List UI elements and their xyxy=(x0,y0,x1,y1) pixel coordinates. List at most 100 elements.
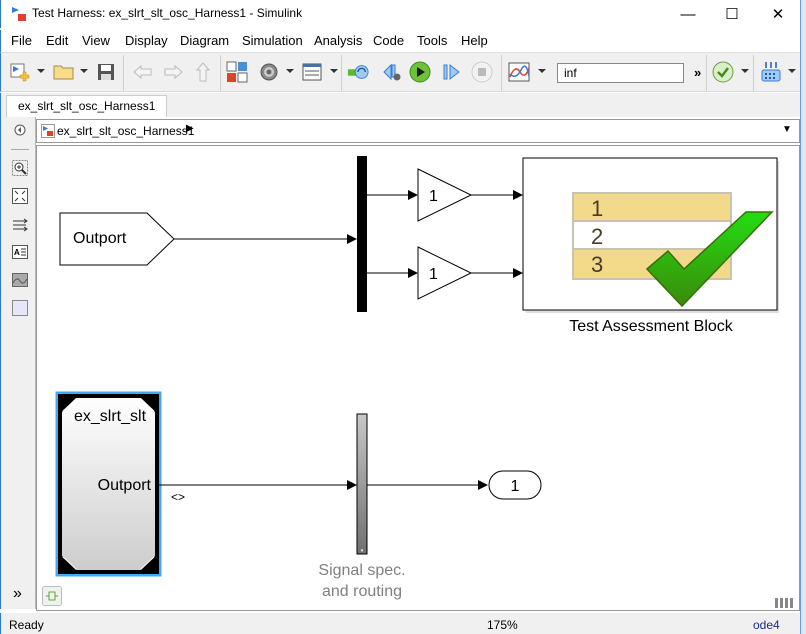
signal-spec-block[interactable]: ▾ xyxy=(356,413,368,555)
menu-analysis[interactable]: Analysis xyxy=(314,33,363,48)
test-assessment-block[interactable]: 1 2 3 xyxy=(522,157,779,313)
menu-diagram[interactable]: Diagram xyxy=(180,33,230,48)
save-icon xyxy=(98,64,114,80)
tab-label: ex_slrt_slt_osc_Harness1 xyxy=(18,99,156,113)
menu-tools[interactable]: Tools xyxy=(417,33,448,48)
folder-icon xyxy=(53,65,74,80)
build-button[interactable] xyxy=(760,61,782,83)
up-button[interactable] xyxy=(192,61,214,83)
from-outport-label: Outport xyxy=(73,230,127,247)
model-advisor-button[interactable] xyxy=(712,61,734,83)
window-edge xyxy=(800,0,806,634)
arrow-up-icon xyxy=(195,62,211,82)
tab-model[interactable]: ex_slrt_slt_osc_Harness1 xyxy=(6,95,168,117)
forward-button[interactable] xyxy=(162,61,184,83)
signal-annotation: <> xyxy=(171,490,185,504)
menu-simulation[interactable]: Simulation xyxy=(242,33,303,48)
open-dropdown-arrow[interactable] xyxy=(80,69,88,73)
assessment-row-3: 3 xyxy=(591,252,603,277)
simulation-data-inspector-button[interactable] xyxy=(508,61,530,83)
library-browser-button[interactable] xyxy=(226,61,248,83)
toolbar: » xyxy=(0,52,800,92)
back-button[interactable] xyxy=(132,61,154,83)
save-button[interactable] xyxy=(95,61,117,83)
menu-edit[interactable]: Edit xyxy=(46,33,69,48)
menu-display[interactable]: Display xyxy=(125,33,168,48)
annotation-button[interactable]: A xyxy=(11,243,29,261)
menu-file[interactable]: File xyxy=(11,33,32,48)
subsystem-port-label: Outport xyxy=(98,477,152,494)
open-button[interactable] xyxy=(53,61,75,83)
inspector-dropdown-arrow[interactable] xyxy=(538,69,546,73)
advisor-dropdown-arrow[interactable] xyxy=(741,69,749,73)
menu-help[interactable]: Help xyxy=(461,33,488,48)
step-back-button[interactable] xyxy=(381,61,403,83)
model-config-button[interactable] xyxy=(258,61,280,83)
stop-time-input[interactable] xyxy=(557,63,684,83)
new-model-button[interactable] xyxy=(9,61,31,83)
svg-text:A: A xyxy=(14,248,20,257)
gain-block-1[interactable]: 1 xyxy=(417,168,473,222)
signal-spec-label-1: Signal spec. xyxy=(318,562,405,579)
model-explorer-icon xyxy=(302,63,322,81)
new-dropdown-arrow[interactable] xyxy=(37,69,45,73)
arrow-left-icon xyxy=(133,64,152,80)
status-bar: Ready 175% ode4 xyxy=(0,613,806,634)
breadcrumb-arrow-icon[interactable]: ▶ xyxy=(186,123,194,134)
collapse-circle-icon xyxy=(14,124,26,136)
explorer-dropdown-arrow[interactable] xyxy=(330,69,338,73)
library-browser-icon xyxy=(226,61,248,83)
selection-highlight xyxy=(55,391,162,577)
model-explorer-button[interactable] xyxy=(301,61,323,83)
run-button[interactable] xyxy=(409,61,431,83)
assessment-row-1: 1 xyxy=(591,196,603,221)
config-dropdown-arrow[interactable] xyxy=(286,69,294,73)
arrow-right-icon xyxy=(164,64,183,80)
bus-selector-block[interactable] xyxy=(357,156,367,312)
menu-view[interactable]: View xyxy=(82,33,110,48)
update-model-button[interactable] xyxy=(347,61,369,83)
from-outport-block[interactable]: Outport xyxy=(59,212,175,266)
signal-spec-label-2: and routing xyxy=(322,583,402,600)
outport-block-1[interactable]: 1 xyxy=(488,470,542,500)
refresh-icon xyxy=(347,65,369,79)
subsystem-block[interactable]: ex_slrt_slt Outport xyxy=(55,391,162,577)
toolbar-overflow-button[interactable]: » xyxy=(694,65,702,80)
step-forward-button[interactable] xyxy=(441,61,463,83)
resize-grip-icon[interactable] xyxy=(775,598,795,608)
image-icon xyxy=(12,273,28,287)
hide-explorer-button[interactable] xyxy=(11,121,29,139)
gain-2-value: 1 xyxy=(429,266,438,283)
zoom-button[interactable] xyxy=(11,159,29,177)
title-bar: Test Harness: ex_slrt_slt_osc_Harness1 -… xyxy=(0,0,806,28)
image-button[interactable] xyxy=(11,271,29,289)
diagram-canvas[interactable]: Outport 1 1 1 2 3 Test Assessment xyxy=(36,145,800,611)
area-button[interactable] xyxy=(11,299,29,317)
close-icon: ✕ xyxy=(771,6,785,23)
gain-block-2[interactable]: 1 xyxy=(417,246,473,300)
subsystem-name: ex_slrt_slt xyxy=(74,408,147,425)
close-button[interactable]: ✕ xyxy=(755,0,801,28)
arrows-right-icon xyxy=(13,218,28,232)
build-dropdown-arrow[interactable] xyxy=(788,69,796,73)
expand-palette-button[interactable]: » xyxy=(13,585,22,602)
menu-code[interactable]: Code xyxy=(373,33,405,48)
check-circle-icon xyxy=(712,61,734,83)
status-solver[interactable]: ode4 xyxy=(753,618,780,632)
model-browser-button[interactable] xyxy=(42,586,62,606)
stop-icon xyxy=(471,61,493,83)
data-inspector-icon xyxy=(508,62,530,82)
address-dropdown-icon[interactable]: ▼ xyxy=(782,124,792,135)
text-annotation-icon: A xyxy=(12,245,28,259)
new-model-icon xyxy=(10,63,30,82)
breadcrumb-model[interactable]: ex_slrt_slt_osc_Harness1 xyxy=(57,124,195,138)
window-title: Test Harness: ex_slrt_slt_osc_Harness1 -… xyxy=(32,6,303,20)
checkmark-icon xyxy=(645,211,774,308)
svg-text:▾: ▾ xyxy=(361,548,364,554)
stop-button[interactable] xyxy=(471,61,493,83)
maximize-button[interactable]: ☐ xyxy=(709,0,755,28)
model-icon xyxy=(41,124,55,138)
fit-to-view-button[interactable] xyxy=(11,187,29,205)
signal-routing-button[interactable] xyxy=(11,215,29,233)
minimize-button[interactable]: — xyxy=(665,0,711,28)
